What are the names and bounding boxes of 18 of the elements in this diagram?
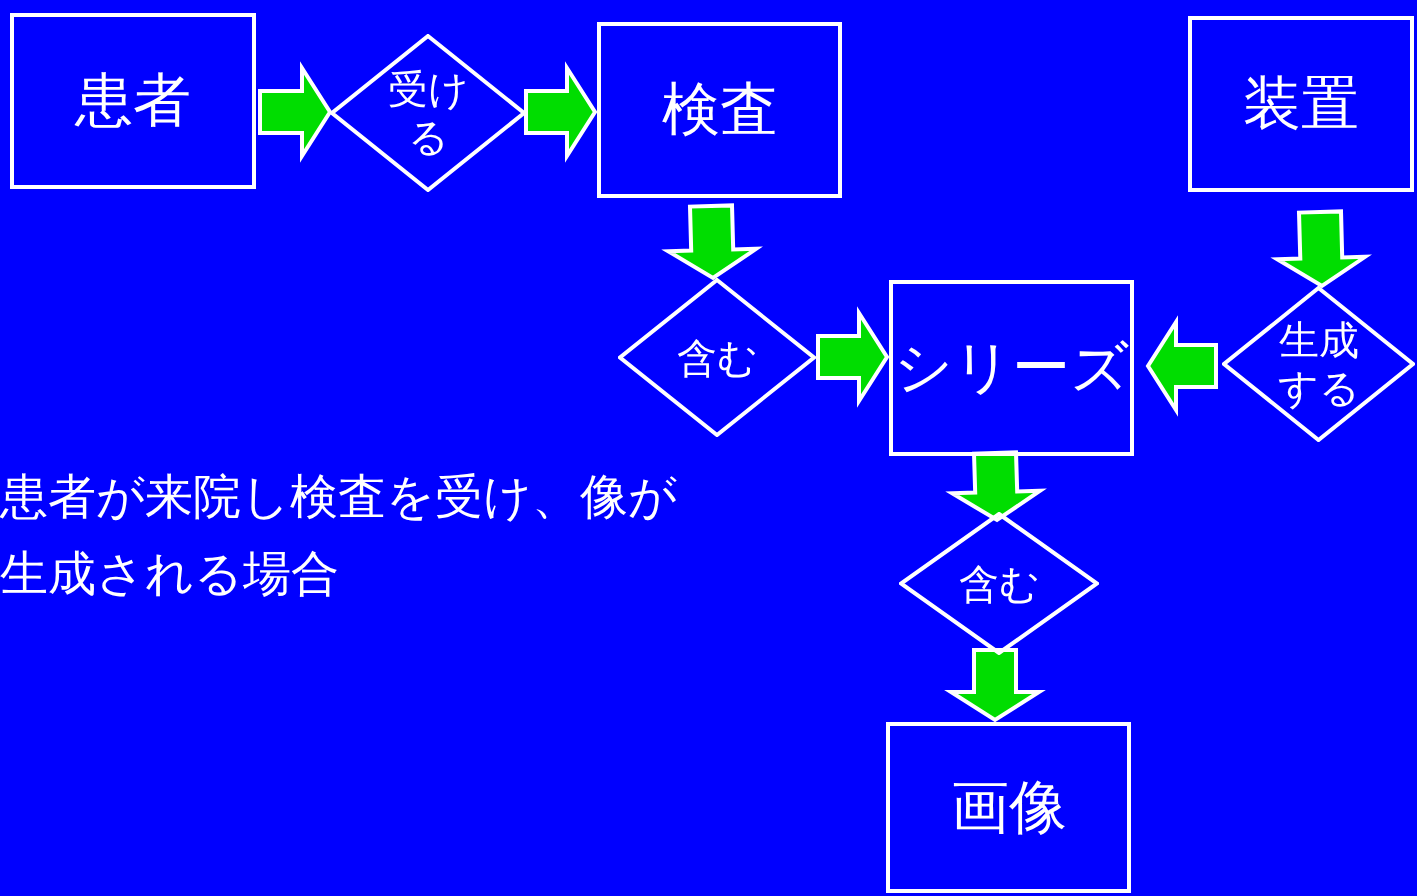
relation-label: 生成する — [1276, 316, 1361, 412]
block-arrow — [944, 648, 1046, 723]
entity-box: 検査 — [597, 22, 842, 198]
block-arrow — [1145, 315, 1218, 417]
relation-label: 受ける — [386, 65, 470, 161]
block-arrow — [524, 61, 598, 163]
note-text: 患者が来院し検査を受け、像が生成される場合 — [0, 467, 678, 603]
entity-box: 画像 — [886, 722, 1131, 893]
entity-box: シリーズ — [889, 280, 1134, 456]
block-arrow — [945, 450, 1047, 523]
block-arrow — [816, 306, 890, 408]
entity-box: 装置 — [1188, 16, 1414, 192]
block-arrow — [258, 61, 333, 163]
relation-label: 含む — [957, 559, 1041, 608]
relation-label: 含む — [675, 333, 759, 382]
entity-box: 患者 — [10, 13, 256, 189]
block-arrow — [661, 203, 763, 281]
block-arrow — [1270, 209, 1372, 289]
